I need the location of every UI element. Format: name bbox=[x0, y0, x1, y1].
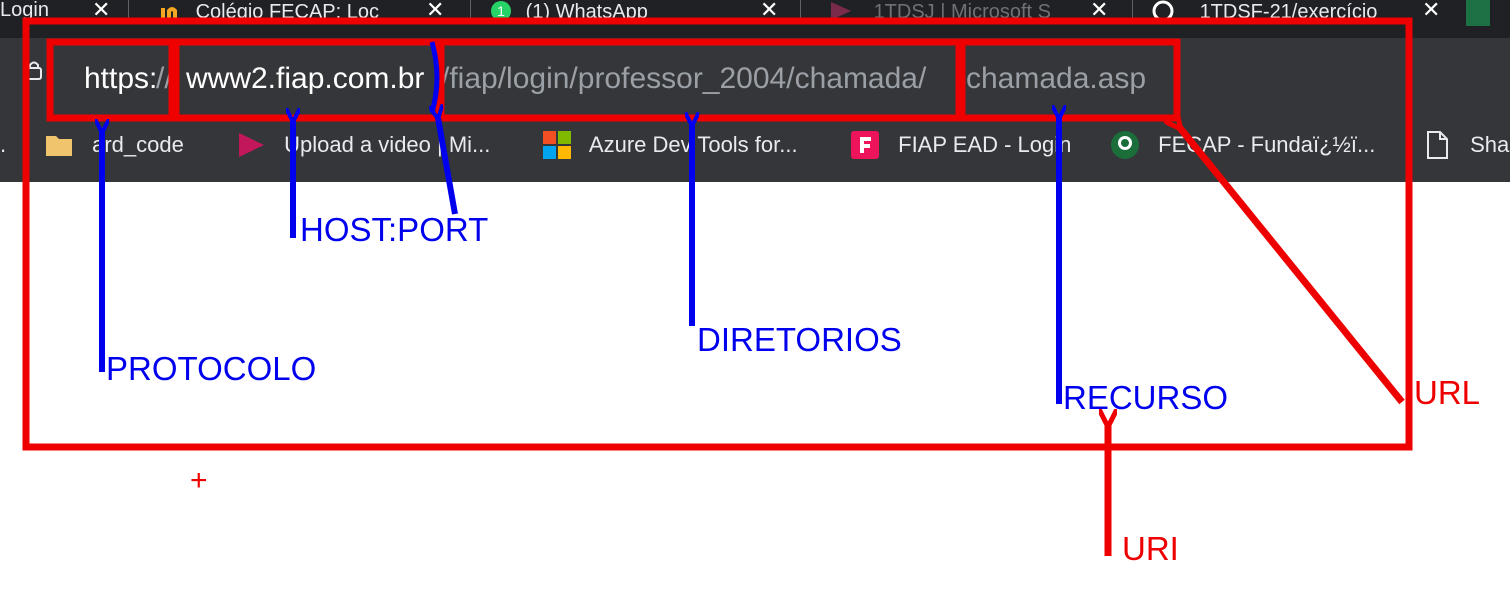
tab-title: Colégio FECAP: Loc bbox=[195, 1, 379, 23]
tab-separator bbox=[128, 0, 129, 22]
svg-text:1: 1 bbox=[497, 3, 505, 19]
directories-box bbox=[437, 38, 963, 122]
tab-title: 1TDSF-21/exercício bbox=[1199, 1, 1378, 23]
url-arrow bbox=[1180, 128, 1405, 405]
resource-box bbox=[958, 38, 1181, 122]
tab-title: (1) WhatsApp bbox=[525, 1, 648, 23]
url-label: URL bbox=[1414, 374, 1481, 411]
bookmark-fiap-ead[interactable]: FIAP EAD - Login bbox=[850, 130, 1071, 160]
bookmark-upload-video[interactable]: Upload a video | Mi... bbox=[236, 130, 490, 160]
tab-separator bbox=[800, 0, 801, 22]
url-protocol[interactable]: https: bbox=[84, 62, 158, 95]
fecap-icon bbox=[1111, 131, 1139, 159]
folder-icon bbox=[46, 136, 72, 156]
tab-title: Login bbox=[0, 0, 49, 21]
close-icon[interactable]: ✕ bbox=[426, 0, 445, 22]
bookmark-ard-code[interactable]: ard_code bbox=[44, 130, 184, 160]
url-path[interactable]: /fiap/login/professor_2004/chamada/ bbox=[441, 62, 927, 95]
close-icon[interactable]: ✕ bbox=[1422, 0, 1441, 22]
url-box bbox=[22, 17, 1413, 451]
bookmark-shared[interactable]: Shar bbox=[1422, 130, 1510, 160]
stream-icon bbox=[239, 133, 264, 157]
url-host[interactable]: www2.fiap.com.br bbox=[186, 62, 425, 95]
tab-fecap-college[interactable]: Colégio FECAP: Loc ✕ bbox=[160, 0, 455, 26]
bookmark-label: ard_code bbox=[92, 132, 184, 157]
close-icon[interactable]: ✕ bbox=[760, 0, 779, 22]
directories-label: DIRETORIOS bbox=[697, 321, 902, 358]
microsoft-stream-icon bbox=[831, 2, 851, 20]
whatsapp-icon: 1 bbox=[491, 1, 511, 21]
tab-login[interactable]: Login ✕ bbox=[0, 0, 118, 26]
fiap-icon bbox=[851, 131, 879, 159]
url-resource[interactable]: chamada.asp bbox=[966, 62, 1147, 95]
close-icon[interactable]: ✕ bbox=[92, 0, 111, 22]
uri-label: URI bbox=[1122, 530, 1179, 567]
resource-label: RECURSO bbox=[1063, 379, 1229, 416]
document-icon bbox=[1427, 131, 1448, 159]
tab-whatsapp[interactable]: 1 (1) WhatsApp ✕ bbox=[490, 0, 785, 26]
host-box bbox=[172, 38, 443, 122]
address-bar[interactable] bbox=[0, 38, 1510, 120]
bookmarks-bar bbox=[0, 120, 1510, 182]
bookmark-label: Upload a video | Mi... bbox=[284, 132, 491, 157]
bookmark-overflow[interactable]: . bbox=[0, 132, 7, 157]
bookmark-label: Shar bbox=[1470, 132, 1510, 157]
protocol-box bbox=[46, 38, 176, 122]
host-port-label: HOST:PORT bbox=[300, 211, 489, 248]
tab-separator bbox=[470, 0, 471, 22]
tab-microsoft-stream[interactable]: 1TDSJ | Microsoft S ✕ bbox=[820, 0, 1120, 26]
port-bracket bbox=[429, 41, 440, 113]
excel-tab-icon[interactable] bbox=[1466, 0, 1490, 26]
bookmark-label: FIAP EAD - Login bbox=[898, 132, 1072, 157]
tab-separator bbox=[1132, 0, 1133, 22]
address-highlight-box bbox=[46, 38, 1181, 122]
protocol-label: PROTOCOLO bbox=[106, 350, 317, 387]
port-arrow bbox=[438, 118, 458, 215]
tab-title: 1TDSJ | Microsoft S bbox=[873, 1, 1052, 23]
microsoft-icon bbox=[543, 131, 571, 159]
tab-github[interactable]: 1TDSF-21/exercício ✕ bbox=[1152, 0, 1452, 26]
plus-mark: + bbox=[190, 464, 208, 497]
close-icon[interactable]: ✕ bbox=[1090, 0, 1109, 22]
